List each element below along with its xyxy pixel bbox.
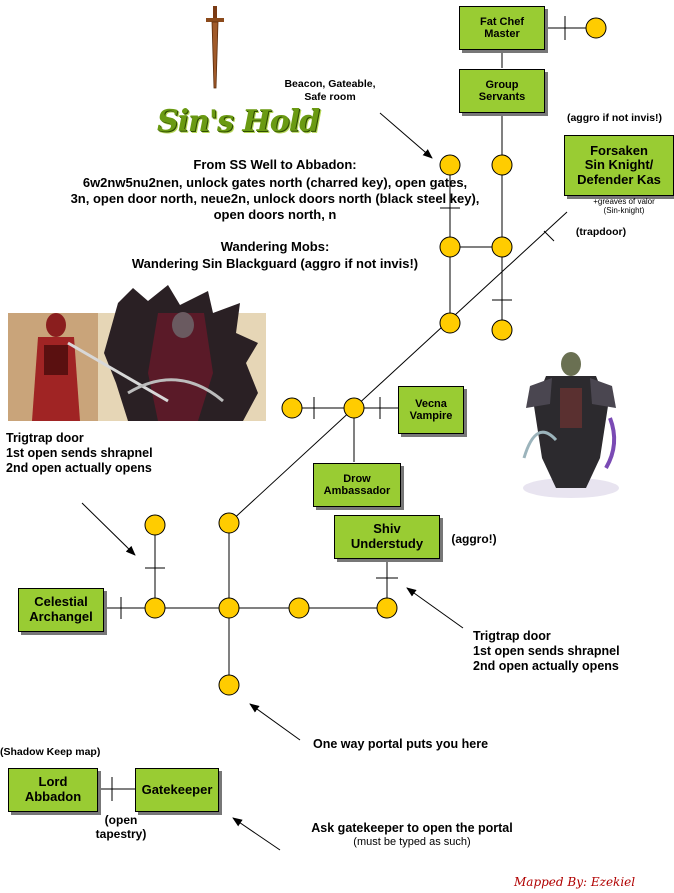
- room-node: [343, 397, 365, 419]
- aggro-invis-note: (aggro if not invis!): [566, 112, 663, 124]
- warriors-illustration: [8, 285, 266, 421]
- room-node: [585, 17, 607, 39]
- greaves-note: +greaves of valor (Sin-knight): [593, 197, 655, 216]
- sword-icon: [206, 6, 224, 89]
- trigtrap-note-left: Trigtrap door 1st open sends shrapnel 2n…: [6, 431, 153, 475]
- room-nodes: [144, 17, 607, 696]
- credit-signature: Mapped By: Ezekiel: [514, 875, 636, 889]
- room-node: [439, 236, 461, 258]
- room-node: [288, 597, 310, 619]
- mobs-heading: Wandering Mobs:: [220, 239, 330, 254]
- room-celestial-archangel: Celestial Archangel: [18, 588, 104, 632]
- mobs-line: Wandering Sin Blackguard (aggro if not i…: [131, 256, 419, 271]
- room-node: [144, 514, 166, 536]
- typed-note: (must be typed as such): [353, 836, 471, 848]
- room-shiv-understudy: Shiv Understudy: [334, 515, 440, 559]
- room-node: [491, 319, 513, 341]
- room-drow-ambassador: Drow Ambassador: [313, 463, 401, 507]
- sins-hold-logo: Sin's Hold: [157, 104, 320, 139]
- open-tapestry-note: (open tapestry): [95, 813, 147, 842]
- room-node: [491, 154, 513, 176]
- trapdoor-note: (trapdoor): [575, 226, 627, 238]
- sin-knight-illustration: [522, 352, 619, 498]
- one-way-portal-note: One way portal puts you here: [313, 737, 489, 751]
- room-fat-chef-master: Fat Chef Master: [459, 6, 545, 50]
- room-node: [218, 512, 240, 534]
- room-gatekeeper: Gatekeeper: [135, 768, 219, 812]
- trigtrap-note-right: Trigtrap door 1st open sends shrapnel 2n…: [473, 629, 620, 673]
- room-node: [376, 597, 398, 619]
- aggro-note: (aggro!): [451, 532, 497, 546]
- room-node: [218, 597, 240, 619]
- directions-line: 6w2nw5nu2nen, unlock gates north (charre…: [82, 175, 468, 190]
- ask-gatekeeper-note: Ask gatekeeper to open the portal: [311, 821, 513, 835]
- room-vecna-vampire: Vecna Vampire: [398, 386, 464, 434]
- directions-line: 3n, open door north, neue2n, unlock door…: [70, 191, 480, 206]
- room-node: [218, 674, 240, 696]
- beacon-note: Beacon, Gateable, Safe room: [284, 78, 376, 103]
- room-node: [281, 397, 303, 419]
- room-node: [439, 154, 461, 176]
- room-lord-abbadon: Lord Abbadon: [8, 768, 98, 812]
- room-forsaken-sin-knight: Forsaken Sin Knight/ Defender Kas: [564, 135, 674, 196]
- room-node: [491, 236, 513, 258]
- directions-heading: From SS Well to Abbadon:: [193, 157, 357, 172]
- room-group-servants: Group Servants: [459, 69, 545, 113]
- directions-line: open doors north, n: [213, 207, 337, 222]
- room-node: [439, 312, 461, 334]
- room-node: [144, 597, 166, 619]
- note-arrows: [81, 112, 464, 851]
- shadow-keep-note: (Shadow Keep map): [0, 746, 101, 758]
